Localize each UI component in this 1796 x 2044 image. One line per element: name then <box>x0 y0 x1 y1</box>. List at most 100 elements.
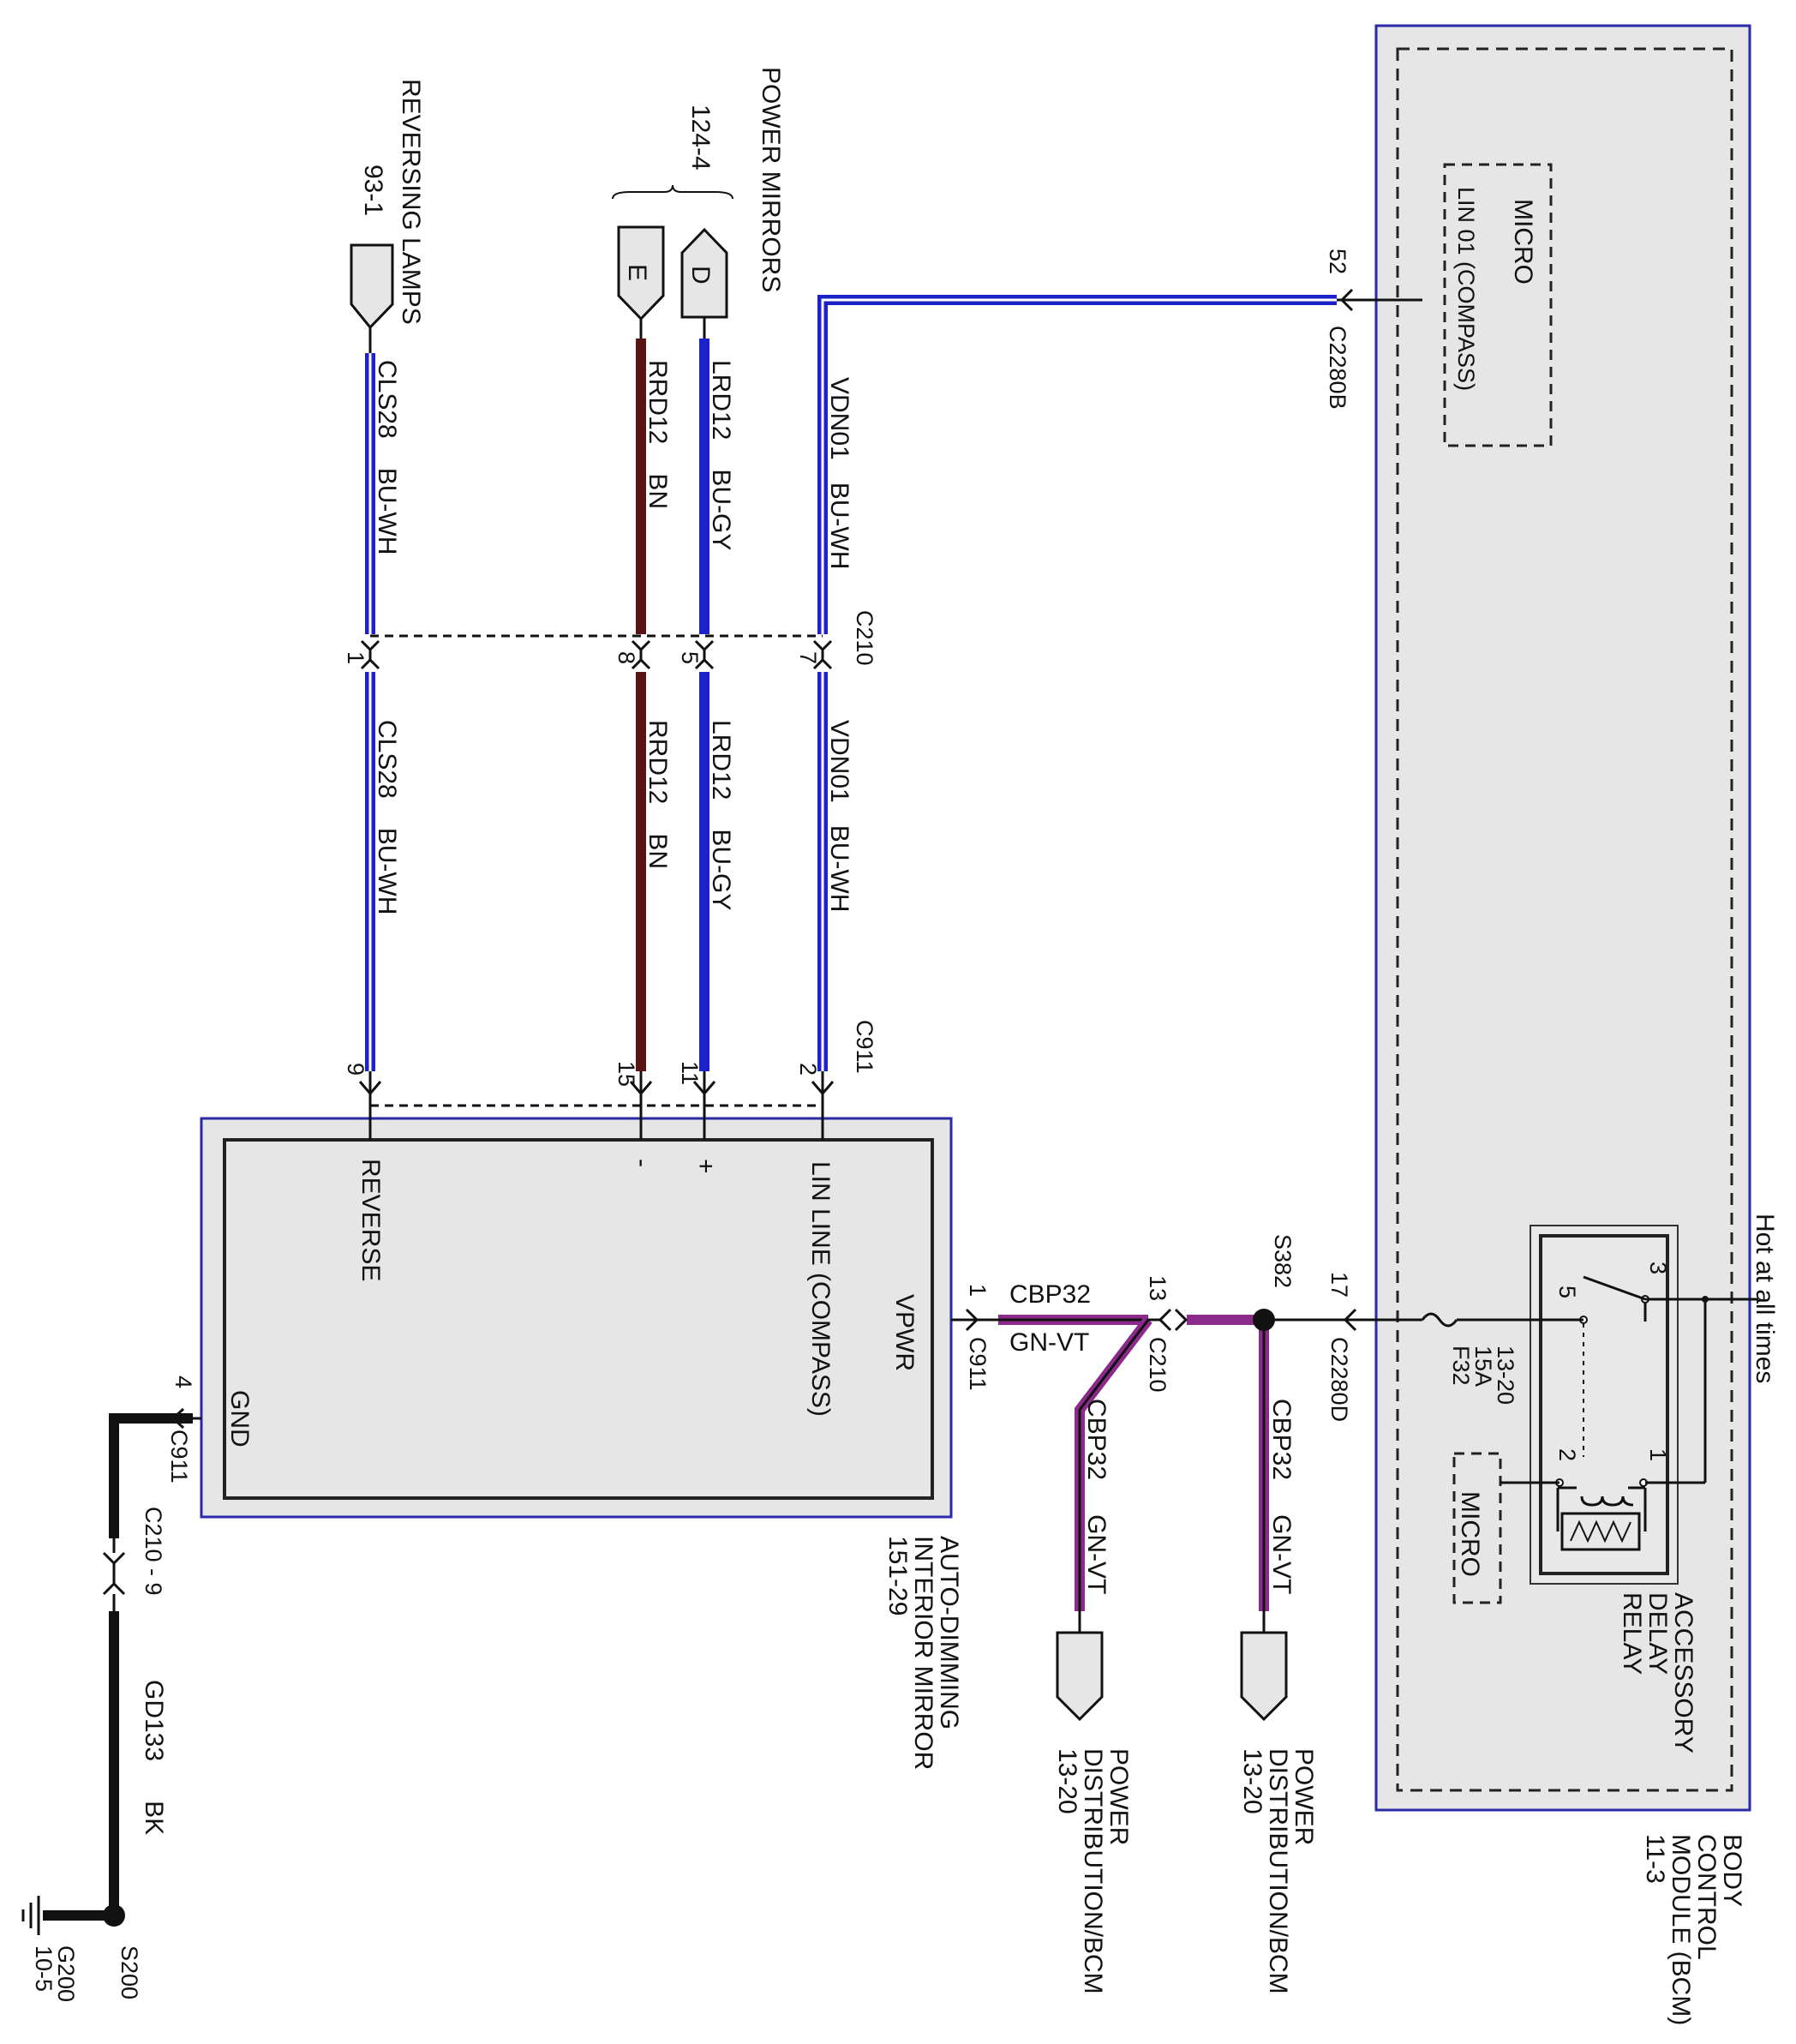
relay-pin-2: 2 <box>1554 1448 1580 1461</box>
svg-text:11-3: 11-3 <box>1641 1834 1669 1884</box>
fuse-f32 <box>1337 1312 1583 1328</box>
c210-power-label: C210 <box>1145 1337 1170 1393</box>
hot-at-all-times-label: Hot at all times <box>1751 1214 1779 1383</box>
splice-s382 <box>1253 1309 1275 1331</box>
rrd12-upper-label: RRD12BN <box>644 360 672 509</box>
bcm-micro-top-label: MICRO <box>1509 199 1537 285</box>
cbp32-horizontal-label: CBP32 GN-VT <box>1009 1280 1091 1357</box>
connector-d-label: D <box>686 266 715 285</box>
svg-text:15A: 15A <box>1470 1346 1496 1387</box>
c210-pin-8: 8 <box>614 651 639 664</box>
bcm-micro-top-pin-label: LIN 01 (COMPASS) <box>1453 187 1479 391</box>
c2280d-label: C2280D <box>1326 1337 1352 1422</box>
power-mirrors-title: POWER MIRRORS <box>757 67 785 292</box>
relay-pin-3: 3 <box>1645 1262 1671 1274</box>
relay-pin-1: 1 <box>1645 1448 1671 1461</box>
svg-text:13-20: 13-20 <box>1053 1748 1081 1814</box>
mirror-pin-reverse: REVERSE <box>356 1159 385 1281</box>
lrd12-upper-label: LRD12BU-GY <box>707 360 735 550</box>
fuse-label: F32 15A 13-20 <box>1448 1346 1518 1405</box>
vdn01-upper-label: VDN01BU-WH <box>825 377 853 569</box>
wire-gd133 <box>43 1413 193 1921</box>
connector-c210-power <box>1148 1308 1188 1332</box>
relay-pin-5: 5 <box>1554 1286 1580 1298</box>
bcm-micro-bottom <box>1452 1452 1502 1604</box>
power-distribution-2-label: POWER DISTRIBUTION/BCM 13-20 <box>1238 1748 1318 1994</box>
c2280b-label: C2280B <box>1325 326 1350 410</box>
cbp32-branch-label: CBP32GN-VT <box>1082 1399 1111 1594</box>
relay-label: ACCESSORY DELAY RELAY <box>1618 1592 1697 1753</box>
c210-pin-5: 5 <box>677 651 703 664</box>
mirror-pin-gnd: GND <box>225 1390 254 1448</box>
svg-text:10-5: 10-5 <box>31 1945 57 1992</box>
svg-text:GN-VT: GN-VT <box>1009 1328 1089 1357</box>
c911-gnd-label: C911 <box>166 1430 192 1484</box>
power-distribution-connector-2 <box>1240 1631 1288 1722</box>
svg-text:CONTROL: CONTROL <box>1692 1834 1721 1960</box>
svg-text:MODULE (BCM): MODULE (BCM) <box>1667 1834 1695 2025</box>
accessory-delay-relay <box>1500 1225 1739 1585</box>
power-mirrors-ref: 124-4 <box>686 105 715 171</box>
ground-symbol-icon <box>21 1896 40 1935</box>
c911-vpwr-pin: 1 <box>965 1284 991 1297</box>
rrd12-lower-label: RRD12BN <box>644 720 672 869</box>
svg-text:CBP32: CBP32 <box>1009 1280 1091 1309</box>
bcm-module: MICRO LIN 01 (COMPASS) MICRO <box>1337 24 1779 2025</box>
mirror-pin-plus: + <box>691 1159 720 1174</box>
power-mirrors-brace <box>612 184 733 200</box>
mirror-title: AUTO-DIMMING INTERIOR MIRROR 151-29 <box>883 1536 963 1770</box>
svg-text:RELAY: RELAY <box>1618 1592 1646 1675</box>
ground-label: G200 10-5 <box>31 1945 79 2002</box>
svg-text:BODY: BODY <box>1718 1834 1746 1907</box>
wire-vdn01 <box>817 295 1422 1071</box>
cls28-upper-label: CLS28BU-WH <box>373 360 401 554</box>
connector-c911-top <box>358 1081 835 1107</box>
c2280b-pin: 52 <box>1325 249 1350 274</box>
svg-text:INTERIOR MIRROR: INTERIOR MIRROR <box>909 1536 937 1770</box>
connector-c210-top <box>360 634 833 670</box>
power-distribution-connector-1 <box>1056 1631 1104 1722</box>
power-distribution-1-label: POWER DISTRIBUTION/BCM 13-20 <box>1053 1748 1133 1994</box>
c210-power-pin: 13 <box>1145 1275 1170 1301</box>
svg-text:AUTO-DIMMING: AUTO-DIMMING <box>935 1536 963 1729</box>
svg-text:DELAY: DELAY <box>1643 1592 1672 1675</box>
reversing-lamps-connector <box>350 243 394 353</box>
c210-pin-7: 7 <box>795 651 821 664</box>
cbp32-s382-label: CBP32GN-VT <box>1267 1399 1296 1594</box>
reversing-lamps-ref: 93-1 <box>359 165 387 216</box>
connector-c2280b <box>1339 288 1354 312</box>
bcm-micro-top <box>1443 163 1553 447</box>
svg-text:13-20: 13-20 <box>1493 1346 1518 1405</box>
splice-s200 <box>103 1904 125 1927</box>
gd133-label: GD133BK <box>140 1680 168 1835</box>
vdn01-lower-label: VDN01BU-WH <box>825 720 853 912</box>
svg-text:ACCESSORY: ACCESSORY <box>1669 1592 1697 1753</box>
svg-text:DISTRIBUTION/BCM: DISTRIBUTION/BCM <box>1079 1748 1107 1994</box>
c911-pin-11: 11 <box>677 1061 703 1085</box>
s382-label: S382 <box>1270 1234 1296 1288</box>
c911-vpwr-label: C911 <box>965 1337 991 1391</box>
bcm-title: BODY CONTROL MODULE (BCM) 11-3 <box>1641 1834 1746 2025</box>
cls28-lower-label: CLS28BU-WH <box>373 720 401 914</box>
wire-cbp32-main <box>951 1315 1337 1633</box>
svg-text:G200: G200 <box>53 1945 79 2002</box>
connector-e-label: E <box>623 264 651 281</box>
mirror-pin-lin: LIN LINE (COMPASS) <box>806 1161 835 1417</box>
c911-top-label: C911 <box>852 1020 877 1074</box>
svg-text:13-20: 13-20 <box>1238 1748 1266 1814</box>
auto-dimming-mirror-module: LIN LINE (COMPASS) + - REVERSE VPWR GND … <box>200 1117 963 1770</box>
power-mirrors-connector-d <box>680 227 728 339</box>
connector-c911-gnd <box>171 1407 201 1430</box>
mirror-pin-minus: - <box>628 1159 656 1167</box>
c911-pin-15: 15 <box>614 1061 639 1087</box>
mirror-pin-vpwr: VPWR <box>890 1294 919 1371</box>
connector-c2280d <box>1343 1308 1357 1332</box>
svg-text:POWER: POWER <box>1290 1748 1318 1845</box>
connector-c911-vpwr <box>965 1308 998 1332</box>
power-mirrors-connector-e <box>617 225 665 339</box>
connector-c210-gnd <box>102 1538 126 1611</box>
s200-label: S200 <box>117 1945 142 1999</box>
c2280d-pin: 17 <box>1326 1272 1352 1298</box>
c911-pin-2: 2 <box>795 1063 821 1076</box>
